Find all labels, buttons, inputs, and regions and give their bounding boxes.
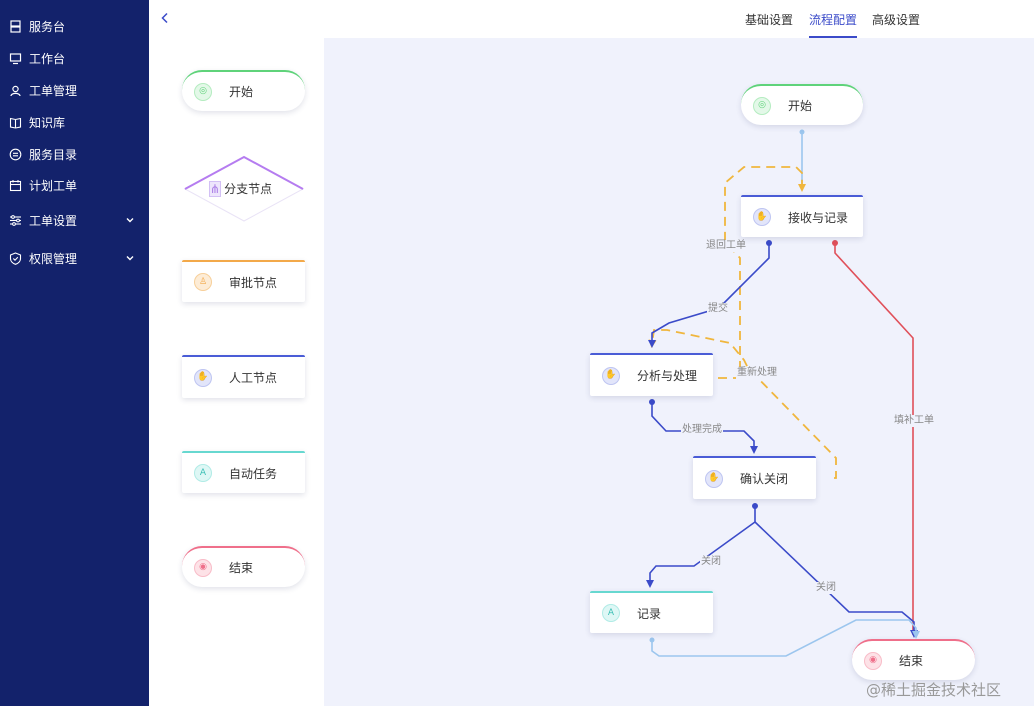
sidebar-item-knowledge-base[interactable]: 知识库 (0, 108, 149, 136)
palette-branch-node[interactable]: ⋔ 分支节点 (182, 154, 306, 224)
end-icon: ◉ (864, 651, 882, 670)
flow-confirm-node[interactable]: ✋ 确认关闭 (693, 456, 816, 499)
sidebar-item-label: 工单管理 (29, 83, 78, 98)
edge-close-to-end[interactable] (754, 521, 918, 638)
palette-end-label: 结束 (229, 561, 254, 575)
flow-analyze-node[interactable]: ✋ 分析与处理 (590, 353, 713, 396)
hand-icon: ✋ (194, 368, 212, 387)
monitor-icon (9, 52, 22, 65)
flow-receive-label: 接收与记录 (788, 210, 849, 225)
start-icon: ◎ (194, 82, 212, 101)
palette-manual-label: 人工节点 (229, 371, 278, 385)
palette-start-label: 开始 (229, 85, 254, 99)
palette-end-node[interactable]: ◉ 结束 (182, 546, 305, 587)
palette-auto-node[interactable]: A 自动任务 (182, 451, 305, 493)
edge-label-process-done: 处理完成 (681, 424, 723, 436)
auto-a-icon: A (602, 604, 620, 622)
edge-label-close-record: 关闭 (700, 556, 722, 568)
edge-submit[interactable] (648, 240, 772, 348)
sidebar-item-label: 服务目录 (29, 147, 78, 162)
edge-label-reprocess: 重新处理 (736, 367, 778, 379)
stamp-icon: ♙ (194, 273, 212, 291)
flow-record-node[interactable]: A 记录 (590, 591, 713, 633)
chevron-down-icon[interactable] (125, 214, 135, 224)
start-icon: ◎ (753, 96, 771, 115)
tab-advanced-settings[interactable]: 高级设置 (872, 13, 921, 27)
node-palette: ◎ 开始 ⋔ 分支节点 ♙ 审批节点 ✋ 人工节点 A 自动任务 ◉ 结束 (149, 38, 324, 706)
end-icon: ◉ (194, 558, 212, 577)
edge-label-fill-ticket: 填补工单 (893, 415, 935, 427)
flow-confirm-label: 确认关闭 (740, 472, 789, 486)
flow-record-label: 记录 (637, 606, 662, 621)
flow-start-node[interactable]: ◎ 开始 (741, 84, 863, 125)
palette-manual-node[interactable]: ✋ 人工节点 (182, 355, 305, 398)
watermark: @稀土掘金技术社区 (866, 681, 1002, 699)
hand-icon: ✋ (602, 366, 620, 385)
branch-icon: ⋔ (209, 180, 222, 197)
sidebar-item-label: 服务台 (29, 19, 66, 34)
palette-approval-node[interactable]: ♙ 审批节点 (182, 260, 305, 302)
sidebar-item-label: 计划工单 (29, 178, 78, 193)
edge-label-submit: 提交 (707, 303, 729, 315)
sidebar: 服务台 工作台 工单管理 知识库 服务目录 计划工单 工单设置 权限管理 (0, 0, 149, 706)
flow-edges (646, 129, 920, 657)
tab-flow-config[interactable]: 流程配置 (809, 11, 858, 38)
edge-return-ticket[interactable] (648, 166, 837, 479)
hand-icon: ✋ (705, 469, 723, 488)
flow-canvas[interactable]: 退回工单 提交 重新处理 处理完成 填补工单 关闭 关闭 ◎ 开始 ✋ 接收与记… (324, 38, 1034, 706)
sidebar-item-label: 权限管理 (29, 251, 78, 266)
sidebar-item-planned-tickets[interactable]: 计划工单 (0, 171, 149, 199)
sidebar-item-ticket-settings[interactable]: 工单设置 (0, 206, 149, 234)
circle-list-icon (9, 148, 22, 161)
flow-start-label: 开始 (788, 99, 813, 113)
sidebar-item-label: 工单设置 (29, 213, 78, 228)
chevron-down-icon[interactable] (125, 252, 135, 262)
sidebar-item-service-catalog[interactable]: 服务目录 (0, 140, 149, 168)
palette-auto-label: 自动任务 (229, 466, 278, 481)
hand-icon: ✋ (753, 208, 771, 226)
palette-branch-label: 分支节点 (224, 182, 273, 196)
sidebar-item-service-desk[interactable]: 服务台 (0, 12, 149, 40)
edge-record-end[interactable] (649, 619, 920, 657)
sidebar-item-permission-management[interactable]: 权限管理 (0, 244, 149, 272)
flow-analyze-label: 分析与处理 (637, 369, 698, 383)
flow-receive-node[interactable]: ✋ 接收与记录 (741, 195, 863, 237)
flow-end-label: 结束 (899, 654, 924, 668)
auto-a-icon: A (194, 464, 212, 482)
calendar-icon (9, 179, 22, 192)
palette-approval-label: 审批节点 (229, 275, 278, 290)
flow-end-node[interactable]: ◉ 结束 (852, 639, 975, 680)
edge-label-return-ticket: 退回工单 (705, 240, 747, 252)
top-bar: 基础设置 流程配置 高级设置 (149, 0, 1034, 38)
edge-label-close-end: 关闭 (815, 582, 837, 594)
shield-icon (9, 251, 22, 265)
branch-diamond-shape (183, 155, 305, 222)
edge-close-to-record[interactable] (646, 503, 758, 588)
book-icon (9, 116, 22, 129)
edge-fill-ticket[interactable] (832, 240, 914, 635)
sliders-icon (9, 214, 22, 227)
user-card-icon (9, 84, 22, 97)
server-icon (9, 19, 22, 33)
sidebar-item-label: 知识库 (29, 115, 66, 130)
palette-start-node[interactable]: ◎ 开始 (182, 70, 305, 111)
tab-basic-settings[interactable]: 基础设置 (745, 13, 794, 27)
sidebar-item-label: 工作台 (29, 51, 66, 66)
sidebar-item-ticket-management[interactable]: 工单管理 (0, 76, 149, 104)
back-arrow-icon[interactable] (157, 9, 173, 27)
sidebar-item-workbench[interactable]: 工作台 (0, 44, 149, 72)
